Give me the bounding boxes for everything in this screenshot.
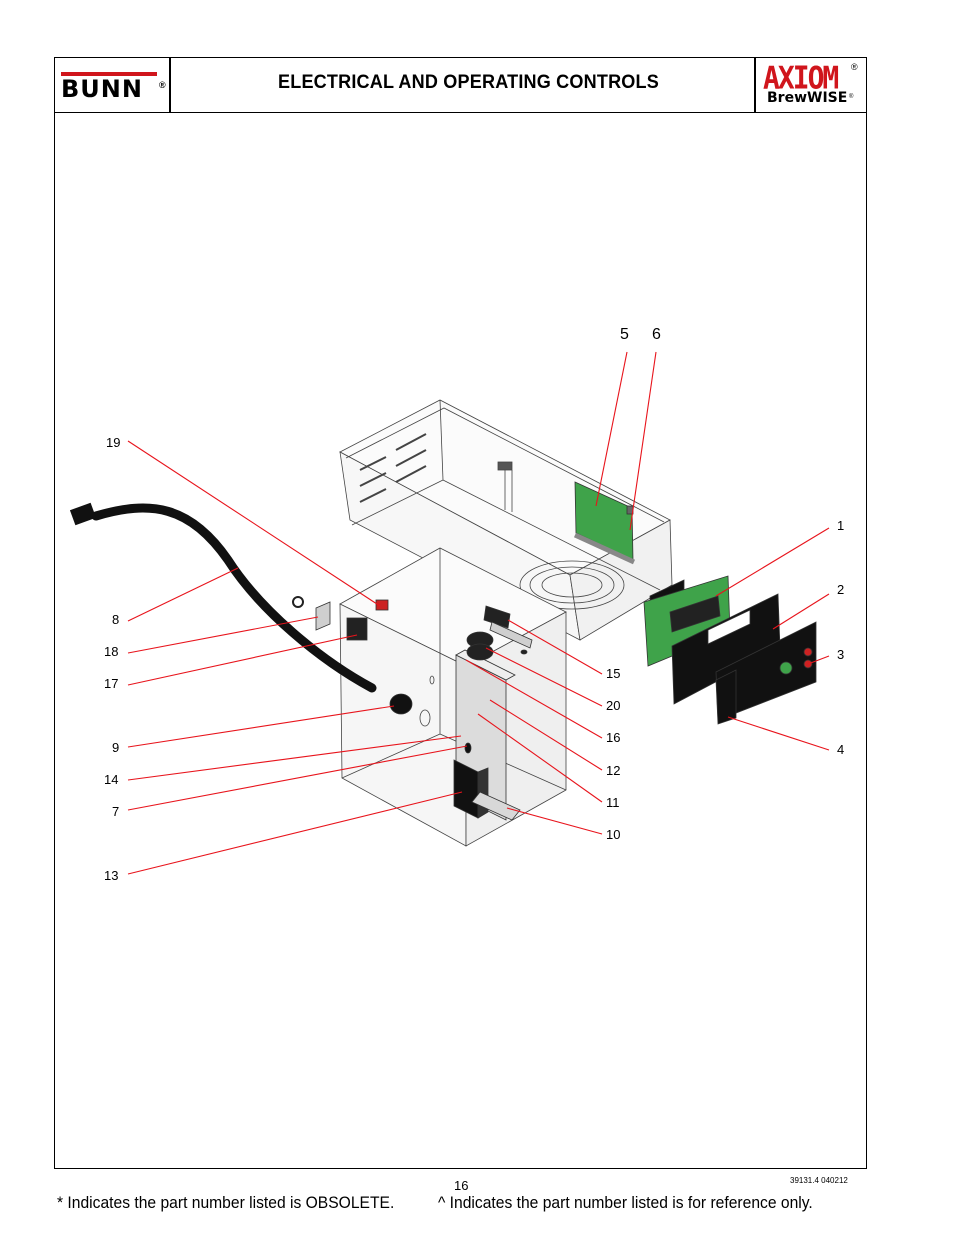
callout-5: 5 xyxy=(620,326,629,343)
callout-20: 20 xyxy=(606,698,621,713)
callout-3: 3 xyxy=(837,647,845,662)
callout-6: 6 xyxy=(652,326,661,343)
brewwise-logo-text: BrewWISE xyxy=(767,90,848,106)
callout-4: 4 xyxy=(837,742,845,757)
callout-1: 1 xyxy=(837,518,845,533)
callout-16: 16 xyxy=(606,730,621,745)
bunn-logo: BUNN ® xyxy=(61,68,166,104)
bunn-logo-text: BUNN xyxy=(61,75,143,103)
side-components xyxy=(292,596,528,715)
power-cord xyxy=(69,502,377,693)
callout-14: 14 xyxy=(104,772,119,787)
callout-13: 13 xyxy=(104,868,119,883)
page-number: 16 xyxy=(454,1178,469,1193)
control-board xyxy=(573,481,636,565)
header-divider-left xyxy=(169,58,171,112)
document-code: 39131.4 040212 xyxy=(790,1176,848,1185)
callout-7: 7 xyxy=(112,804,120,819)
callout-9: 9 xyxy=(112,740,120,755)
callout-10: 10 xyxy=(606,827,621,842)
header-divider-right xyxy=(754,58,756,112)
axiom-registered-mark: ® xyxy=(851,62,858,72)
callout-15: 15 xyxy=(606,666,621,681)
leader-lines xyxy=(127,351,830,875)
page-title: ELECTRICAL AND OPERATING CONTROLS xyxy=(278,72,659,93)
bunn-logo-bar xyxy=(61,72,157,76)
callout-19: 19 xyxy=(106,435,121,450)
footnote-reference: ^ Indicates the part number listed is fo… xyxy=(438,1193,813,1212)
axiom-brewwise-logo: AXIOM ® BrewWISE ® xyxy=(763,60,865,110)
callout-2: 2 xyxy=(837,582,845,597)
callout-8: 8 xyxy=(112,612,120,627)
brewwise-registered-mark: ® xyxy=(849,94,854,100)
relay-assembly xyxy=(453,605,533,821)
page-header: BUNN ® ELECTRICAL AND OPERATING CONTROLS… xyxy=(54,57,867,113)
axiom-logo-text: AXIOM xyxy=(763,60,839,97)
callout-17: 17 xyxy=(104,676,119,691)
display-module xyxy=(643,575,817,725)
callout-18: 18 xyxy=(104,644,119,659)
footnote-obsolete: * Indicates the part number listed is OB… xyxy=(57,1193,395,1212)
bunn-registered-mark: ® xyxy=(159,80,166,90)
callout-11: 11 xyxy=(606,795,620,810)
callout-12: 12 xyxy=(606,763,621,778)
